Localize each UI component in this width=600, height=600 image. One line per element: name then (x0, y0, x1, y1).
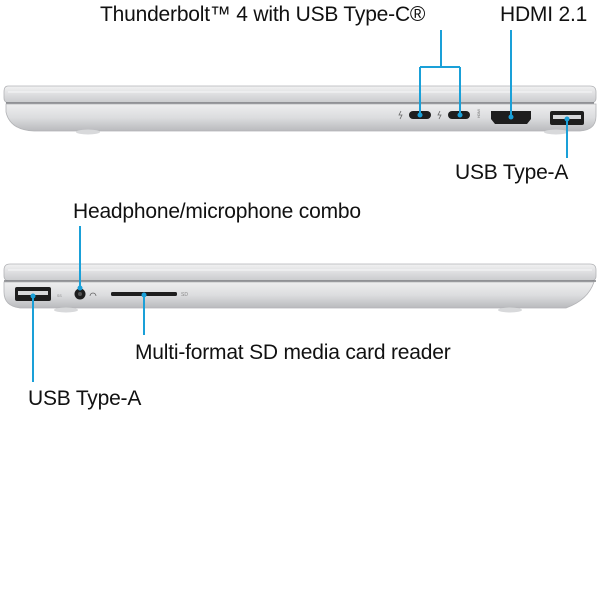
usb-a-right-label: USB Type-A (455, 161, 569, 184)
sd-reader-label: Multi-format SD media card reader (135, 341, 451, 364)
hdmi-label: HDMI 2.1 (500, 3, 588, 26)
thunderbolt-symbol-icon (398, 110, 403, 120)
thunderbolt-symbol-icon (437, 110, 442, 120)
hdmi-mark: HDMI (477, 109, 481, 118)
laptop-right-side: HDMI (3, 85, 597, 135)
usb-a-left-label: USB Type-A (28, 387, 142, 410)
callout-lines-bottom (32, 226, 145, 382)
headphone-icon (89, 292, 97, 297)
sd-mark: SD (181, 292, 188, 298)
svg-text:SS: SS (57, 294, 62, 298)
thunderbolt-label: Thunderbolt™ 4 with USB Type-C® (100, 3, 426, 26)
callout-dots-bottom (30, 285, 147, 299)
headphone-label: Headphone/microphone combo (73, 200, 361, 223)
laptop-left-side: SS SD (3, 263, 597, 313)
callout-lines-top (419, 30, 568, 158)
callout-dots-top (417, 112, 570, 122)
